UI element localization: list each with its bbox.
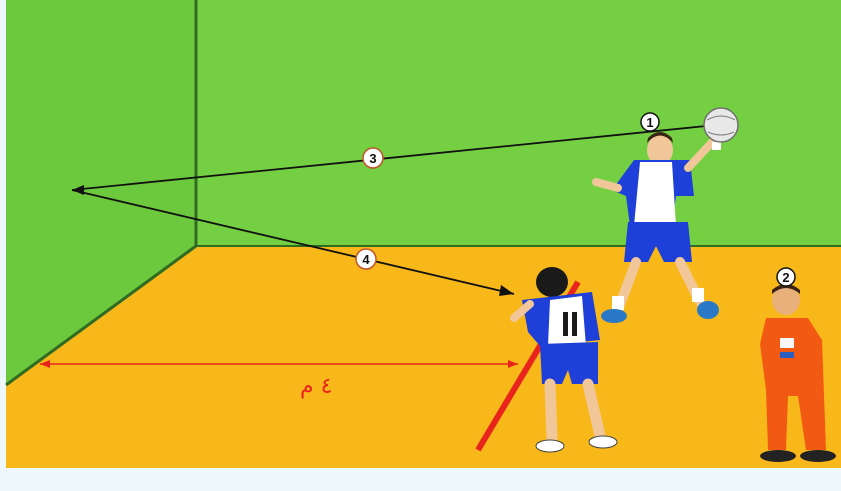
marker-attacker: 1 bbox=[641, 113, 659, 131]
marker-rebound-path-label: 4 bbox=[362, 252, 370, 267]
front-wall bbox=[196, 0, 841, 246]
marker-throw-path-label: 3 bbox=[369, 151, 376, 166]
marker-attacker-label: 1 bbox=[646, 115, 653, 130]
ball bbox=[704, 108, 738, 142]
marker-throw-path: 3 bbox=[363, 148, 383, 168]
marker-rebound-path: 4 bbox=[356, 249, 376, 269]
distance-label: ٤ م bbox=[300, 374, 332, 399]
marker-referee: 2 bbox=[777, 268, 795, 286]
marker-referee-label: 2 bbox=[782, 270, 789, 285]
